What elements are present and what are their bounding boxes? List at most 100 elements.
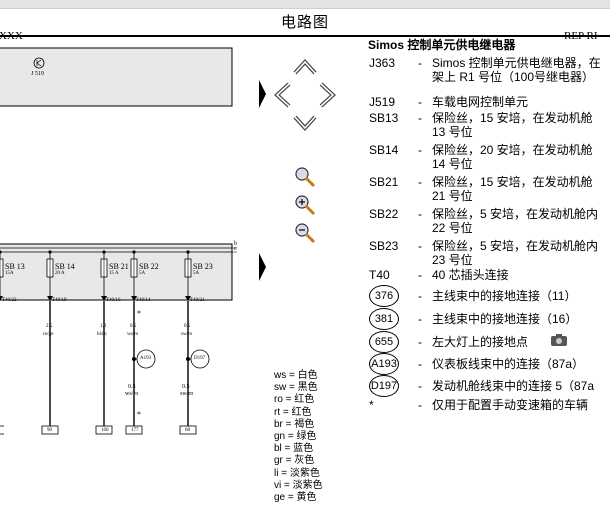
legend-dash: -	[418, 95, 422, 109]
legend-desc: 车载电网控制单元	[432, 95, 529, 109]
zoom-out-icon[interactable]	[293, 221, 317, 245]
legend-dash: -	[418, 357, 422, 371]
target-box	[125, 425, 143, 435]
legend-desc: 左大灯上的接地点	[432, 335, 529, 349]
legend-code: SB21	[369, 175, 399, 189]
fuse-id: SB 21	[109, 262, 129, 271]
color-gn: gn = 绿色	[274, 431, 317, 443]
legend-dash: -	[418, 335, 422, 349]
color-sw: sw = 黑色	[274, 382, 318, 394]
connector-id: T40/22	[2, 298, 17, 303]
fuse-rating: 15 A	[109, 271, 119, 276]
legend-code: J363	[369, 56, 396, 70]
wire-color: ro/gn	[43, 332, 54, 337]
pan-down-icon[interactable]	[292, 113, 318, 133]
legend-desc-2: 23 号位	[432, 253, 473, 267]
camera-icon[interactable]	[550, 333, 568, 350]
wire-color-legend: ws = 白色 sw = 黑色 ro = 红色 rt = 红色 br = 褐色 …	[274, 370, 323, 504]
zoom-in-icon[interactable]	[293, 193, 317, 217]
fuse-group	[0, 250, 197, 435]
legend-code: SB23	[369, 239, 399, 253]
legend-desc-2: 架上 R1 号位（100号继电器）	[432, 70, 595, 84]
legend-dash: -	[418, 56, 422, 70]
color-ro: ro = 红色	[274, 394, 315, 406]
d197-node	[186, 357, 190, 361]
fuse-rating: 20 A	[55, 271, 65, 276]
wire2-color: ws/ro	[125, 391, 139, 397]
target-box	[179, 425, 197, 435]
splice-circle: 655	[369, 331, 399, 353]
legend-dash: -	[418, 398, 422, 412]
legend-desc: 40 芯插头连接	[432, 268, 509, 282]
diagram-svg	[0, 47, 237, 435]
j519-k-icon	[36, 59, 42, 67]
next-page-arrow[interactable]	[258, 252, 267, 287]
legend-code: SB13	[369, 111, 399, 125]
a193-node	[132, 357, 136, 361]
target-number: 177	[131, 428, 139, 433]
color-vi: vi = 淡紫色	[274, 479, 323, 491]
color-ge: ge = 黄色	[274, 492, 317, 504]
legend-desc: 保险丝，5 安培，在发动机舱内	[432, 207, 599, 221]
wire-color: bl/ro	[97, 332, 107, 337]
splice-circle: 381	[369, 308, 399, 330]
fuse-rating: 15A	[5, 271, 14, 276]
ref-right: REP RI	[564, 30, 598, 42]
wire3-size: 0.5	[182, 384, 190, 390]
wire3-color: sw/ro	[180, 391, 194, 397]
color-rt: rt = 红色	[274, 406, 312, 418]
ref-left: XXX	[0, 30, 23, 42]
legend-dash: -	[418, 379, 422, 393]
legend-title: Simos 控制单元供电继电器	[368, 38, 516, 52]
j519-label: J 519	[31, 71, 44, 77]
legend-dash: -	[418, 268, 422, 282]
connector-pin	[0, 296, 3, 301]
legend-code: *	[369, 398, 374, 412]
legend-desc: 保险丝，15 安培，在发动机舱	[432, 111, 593, 125]
pan-right-icon[interactable]	[316, 81, 338, 109]
fuse-id: SB 13	[5, 262, 25, 271]
circuit-diagram[interactable]: J 519 b c A193 D197 * * 0.5 ws/ro 0.5 sw…	[0, 38, 258, 505]
bus-node	[132, 250, 136, 254]
legend-desc: 保险丝，15 安培，在发动机舱	[432, 175, 593, 189]
a193-label: A193	[140, 356, 152, 361]
legend-dash: -	[418, 289, 422, 303]
legend-desc: 仅用于配置手动变速箱的车辆	[432, 398, 589, 412]
prev-page-arrow[interactable]	[258, 79, 267, 114]
zoom-icon[interactable]	[293, 165, 317, 189]
bus-b-label: b	[234, 241, 237, 247]
legend-dash: -	[418, 175, 422, 189]
color-ws: ws = 白色	[274, 370, 318, 381]
legend-desc: 保险丝，20 安培，在发动机舱	[432, 143, 593, 157]
legend-code: SB22	[369, 207, 399, 221]
bus-node	[102, 250, 106, 254]
top-toolbar	[0, 0, 610, 9]
legend-panel: Simos 控制单元供电继电器 J363-Simos 控制单元供电继电器，在架上…	[368, 38, 610, 412]
legend-desc: 主线束中的接地连接（16）	[432, 312, 578, 326]
fuse-id: SB 23	[193, 262, 213, 271]
legend-dash: -	[418, 207, 422, 221]
legend-desc-2: 21 号位	[432, 189, 473, 203]
connector-id: T40/19	[52, 298, 67, 303]
wire-size: 0.5	[184, 324, 191, 329]
fuse-rating: 5A	[139, 271, 146, 276]
legend-desc: 仪表板线束中的连接（87a）	[432, 357, 585, 371]
pan-left-icon[interactable]	[272, 81, 294, 109]
pan-up-icon[interactable]	[292, 57, 318, 77]
legend-desc-2: 14 号位	[432, 157, 473, 171]
connector-id: T40/21	[190, 298, 205, 303]
legend-desc: 主线束中的接地连接（11）	[432, 289, 577, 303]
wire-color: ws/ro	[127, 332, 139, 337]
star-mark: *	[137, 309, 141, 318]
j519-box	[0, 47, 233, 107]
bus-node	[48, 250, 52, 254]
bus-node	[186, 250, 190, 254]
navigation-controls	[260, 55, 350, 265]
legend-desc: Simos 控制单元供电继电器，在	[432, 56, 601, 70]
page-title: 电路图	[280, 14, 329, 31]
color-gr: gr = 灰色	[274, 455, 315, 467]
color-bl: bl = 蓝色	[274, 443, 314, 455]
fuse-id: SB 14	[55, 262, 75, 271]
legend-code: SB14	[369, 143, 399, 157]
color-li: li = 淡紫色	[274, 467, 320, 479]
